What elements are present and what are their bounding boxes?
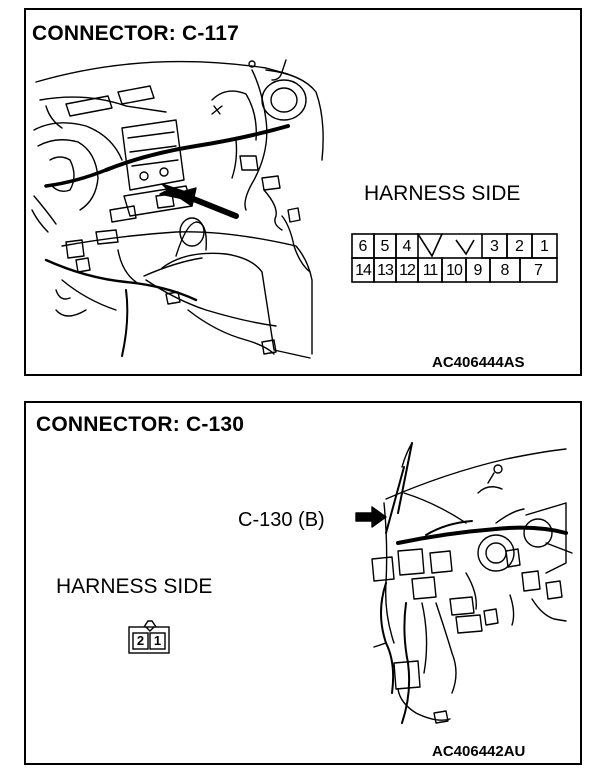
harness-side-label: HARNESS SIDE (56, 575, 213, 598)
connector-c130-panel: CONNECTOR: C-130 C-130 (B) (24, 401, 582, 765)
pin-5: 5 (380, 238, 390, 255)
pin-10: 10 (446, 262, 463, 279)
dashboard-illustration-c117 (31, 59, 324, 359)
pin-6: 6 (358, 238, 368, 255)
panel-title: CONNECTOR: C-117 (32, 22, 240, 45)
pin-14: 14 (355, 262, 372, 279)
pin-11: 11 (422, 262, 439, 279)
pin-1: 1 (540, 238, 549, 255)
pin-1: 1 (153, 633, 162, 648)
figure-code: AC406444AS (432, 354, 525, 371)
pin-3: 3 (490, 238, 499, 255)
pin-2: 2 (136, 633, 145, 648)
panel-title: CONNECTOR: C-130 (36, 413, 245, 436)
pin-8: 8 (500, 262, 510, 279)
pin-7: 7 (534, 262, 543, 279)
connector-c130-face (128, 620, 170, 654)
pin-2: 2 (515, 238, 524, 255)
connector-c117-panel: CONNECTOR: C-117 (24, 8, 582, 376)
figure-code: AC406442AU (432, 743, 526, 760)
harness-side-label: HARNESS SIDE (364, 182, 521, 205)
dashboard-illustration-c130 (355, 442, 573, 724)
pin-12: 12 (399, 262, 416, 279)
pin-13: 13 (377, 262, 394, 279)
c130-callout-label: C-130 (B) (238, 509, 325, 531)
connector-c117-face (351, 233, 558, 283)
pin-9: 9 (473, 262, 483, 279)
pin-4: 4 (402, 238, 412, 255)
